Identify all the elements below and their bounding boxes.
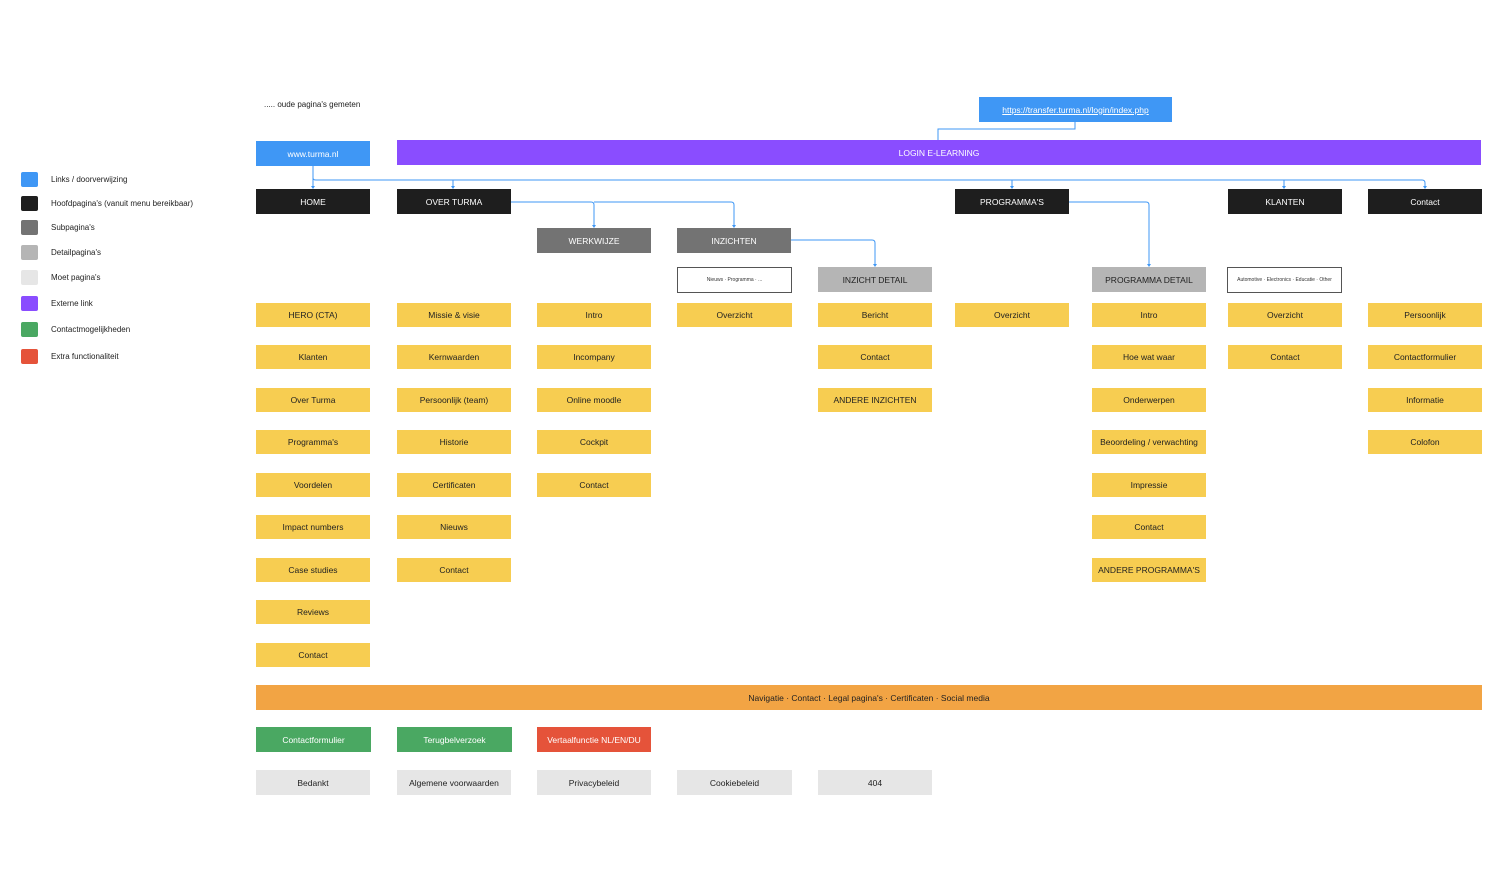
must-page-bedankt[interactable]: Bedankt [256, 770, 370, 795]
connector-site-mainbar [312, 177, 1426, 188]
legend-label: Contactmogelijkheden [51, 325, 131, 334]
sub-page-werkwijze[interactable]: WERKWIJZE [537, 228, 651, 253]
must-page-privacybeleid[interactable]: Privacybeleid [537, 770, 651, 795]
legend-item-contact-options: Contactmogelijkheden [21, 322, 130, 337]
legend-item-detail-pages: Detailpagina's [21, 245, 101, 260]
content-block[interactable]: Persoonlijk [1368, 303, 1482, 327]
content-block[interactable]: Bericht [818, 303, 932, 327]
connector-werkwijze [510, 201, 595, 227]
legend-swatch-links [21, 172, 38, 187]
content-block[interactable]: Contact [1092, 515, 1206, 539]
content-block[interactable]: Hoe wat waar [1092, 345, 1206, 369]
callback-request-block[interactable]: Terugbelverzoek [397, 727, 512, 752]
main-page-programmas[interactable]: PROGRAMMA'S [955, 189, 1069, 214]
sub-page-inzichten[interactable]: INZICHTEN [677, 228, 791, 253]
content-block[interactable]: Programma's [256, 430, 370, 454]
content-block[interactable]: Online moodle [537, 388, 651, 412]
legend-label: Hoofdpagina's (vanuit menu bereikbaar) [51, 199, 194, 208]
main-page-over-turma[interactable]: OVER TURMA [397, 189, 511, 214]
legend-item-main-pages: Hoofdpagina's (vanuit menu bereikbaar) [21, 196, 193, 211]
content-block[interactable]: Contact [256, 643, 370, 667]
content-block[interactable]: Contact [537, 473, 651, 497]
connector-inzichten [594, 201, 735, 227]
must-page-cookiebeleid[interactable]: Cookiebeleid [677, 770, 792, 795]
legend-swatch-extra-functionality [21, 349, 38, 364]
content-block[interactable]: ANDERE INZICHTEN [818, 388, 932, 412]
content-block[interactable]: Contactformulier [1368, 345, 1482, 369]
site-root-node[interactable]: www.turma.nl [256, 141, 370, 166]
content-block[interactable]: Overzicht [677, 303, 792, 327]
content-block[interactable]: Over Turma [256, 388, 370, 412]
content-block[interactable]: Missie & visie [397, 303, 511, 327]
content-block[interactable]: Intro [1092, 303, 1206, 327]
content-block[interactable]: Contact [1228, 345, 1342, 369]
legend-label: Links / doorverwijzing [51, 175, 128, 184]
legend-label: Moet pagina's [51, 273, 101, 282]
old-pages-note: ..... oude pagina's gemeten [264, 100, 361, 109]
legend-item-must-pages: Moet pagina's [21, 270, 101, 285]
content-block[interactable]: Cockpit [537, 430, 651, 454]
content-block[interactable]: Incompany [537, 345, 651, 369]
external-url-link[interactable]: https://transfer.turma.nl/login/index.ph… [979, 97, 1172, 122]
translate-function-block[interactable]: Vertaalfunctie NL/EN/DU [537, 727, 651, 752]
content-block[interactable]: Overzicht [1228, 303, 1342, 327]
content-block[interactable]: Persoonlijk (team) [397, 388, 511, 412]
content-block[interactable]: Voordelen [256, 473, 370, 497]
inzichten-filter: Nieuws · Programma · ... [677, 267, 792, 293]
content-block[interactable]: ANDERE PROGRAMMA'S [1092, 558, 1206, 582]
connector-inzicht-detail [791, 239, 876, 266]
must-page-404[interactable]: 404 [818, 770, 932, 795]
legend-swatch-must-pages [21, 270, 38, 285]
legend-swatch-main-pages [21, 196, 38, 211]
klanten-filter: Automotive · Electronics · Educatie · Ot… [1227, 267, 1342, 293]
legend-swatch-detail-pages [21, 245, 38, 260]
connector-external-login [937, 122, 1076, 140]
legend-swatch-external-link [21, 296, 38, 311]
footer-bar[interactable]: Navigatie · Contact · Legal pagina's · C… [256, 685, 1482, 710]
content-block[interactable]: Impressie [1092, 473, 1206, 497]
content-block[interactable]: Case studies [256, 558, 370, 582]
content-block[interactable]: Intro [537, 303, 651, 327]
content-block[interactable]: HERO (CTA) [256, 303, 370, 327]
content-block[interactable]: Contact [397, 558, 511, 582]
legend-swatch-contact-options [21, 322, 38, 337]
legend-item-external-link: Externe link [21, 296, 93, 311]
contact-form-block[interactable]: Contactformulier [256, 727, 371, 752]
legend-label: Detailpagina's [51, 248, 102, 257]
login-elearning-bar[interactable]: LOGIN E-LEARNING [397, 140, 1481, 165]
legend-item-extra-functionality: Extra functionaliteit [21, 349, 119, 364]
content-block[interactable]: Overzicht [955, 303, 1069, 327]
connector-programma-detail [1068, 201, 1150, 266]
legend-item-sub-pages: Subpagina's [21, 220, 95, 235]
content-block[interactable]: Kernwaarden [397, 345, 511, 369]
legend-swatch-sub-pages [21, 220, 38, 235]
legend-label: Subpagina's [51, 223, 95, 232]
detail-page-inzicht[interactable]: INZICHT DETAIL [818, 267, 932, 292]
content-block[interactable]: Contact [818, 345, 932, 369]
content-block[interactable]: Reviews [256, 600, 370, 624]
content-block[interactable]: Onderwerpen [1092, 388, 1206, 412]
content-block[interactable]: Impact numbers [256, 515, 370, 539]
content-block[interactable]: Historie [397, 430, 511, 454]
content-block[interactable]: Beoordeling / verwachting [1092, 430, 1206, 454]
legend-item-links: Links / doorverwijzing [21, 172, 127, 187]
legend-label: Extra functionaliteit [51, 352, 119, 361]
content-block[interactable]: Informatie [1368, 388, 1482, 412]
legend-label: Externe link [51, 299, 93, 308]
content-block[interactable]: Klanten [256, 345, 370, 369]
content-block[interactable]: Certificaten [397, 473, 511, 497]
main-page-contact[interactable]: Contact [1368, 189, 1482, 214]
must-page-algemene-voorwaarden[interactable]: Algemene voorwaarden [397, 770, 511, 795]
main-page-klanten[interactable]: KLANTEN [1228, 189, 1342, 214]
main-page-home[interactable]: HOME [256, 189, 370, 214]
content-block[interactable]: Colofon [1368, 430, 1482, 454]
content-block[interactable]: Nieuws [397, 515, 511, 539]
detail-page-programma[interactable]: PROGRAMMA DETAIL [1092, 267, 1206, 292]
